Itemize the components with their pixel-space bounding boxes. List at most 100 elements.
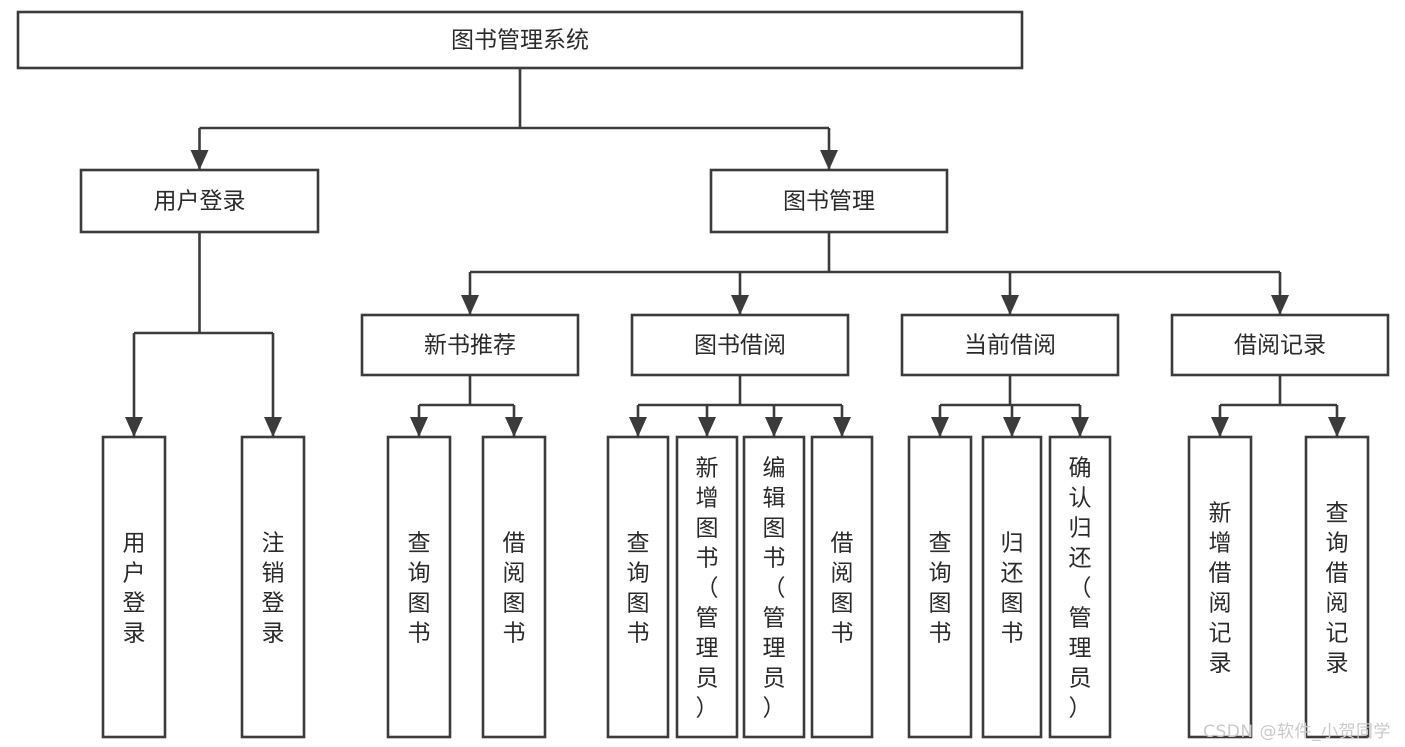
node-label-char: 归 bbox=[1069, 515, 1092, 541]
node-label: 图书管理 bbox=[783, 189, 875, 215]
node-借阅记录[interactable]: 借阅记录 bbox=[1170, 313, 1390, 377]
node-label-char: 查 bbox=[1326, 500, 1349, 526]
node-label-char: 图 bbox=[696, 515, 719, 541]
connectors-layer bbox=[125, 68, 1346, 437]
node-当前借阅[interactable]: 当前借阅 bbox=[900, 313, 1120, 377]
node-label-char: 还 bbox=[1069, 545, 1092, 571]
node-图书管理[interactable]: 图书管理 bbox=[709, 168, 949, 234]
node-label-char: 图 bbox=[408, 590, 431, 616]
node-label-char: 书 bbox=[627, 620, 650, 646]
arrow-head-icon bbox=[698, 417, 716, 437]
arrow-head-icon bbox=[931, 417, 949, 437]
arrow-head-icon bbox=[629, 417, 647, 437]
node-label-char: 询 bbox=[408, 560, 431, 586]
node-rect bbox=[240, 435, 306, 739]
node-label-char: 阅 bbox=[1326, 590, 1349, 616]
node-label-char: 书 bbox=[929, 620, 952, 646]
node-label-char: 记 bbox=[1326, 620, 1349, 646]
node-label-char: （ bbox=[763, 575, 786, 601]
node-label-char: 录 bbox=[262, 620, 285, 646]
node-rect bbox=[386, 435, 452, 739]
node-label-char: 新 bbox=[1209, 500, 1232, 526]
node-label-char: 登 bbox=[262, 590, 285, 616]
node-label-char: 图 bbox=[929, 590, 952, 616]
node-rect bbox=[606, 435, 670, 739]
node-图书借阅[interactable]: 图书借阅 bbox=[630, 313, 850, 377]
arrow-head-icon bbox=[833, 417, 851, 437]
node-用户登录[interactable]: 用户登录 bbox=[101, 435, 167, 739]
node-label-char: 员 bbox=[1069, 665, 1092, 691]
node-rect bbox=[907, 435, 973, 739]
arrow-head-icon bbox=[125, 417, 143, 437]
node-label-char: 理 bbox=[763, 635, 786, 661]
node-label-char: 确 bbox=[1069, 455, 1092, 481]
node-label-char: 还 bbox=[1001, 560, 1024, 586]
node-rect bbox=[981, 435, 1043, 739]
node-label-char: 管 bbox=[763, 605, 786, 631]
node-root-system[interactable]: 图书管理系统 bbox=[16, 10, 1024, 70]
node-label-char: ） bbox=[696, 695, 719, 721]
node-label-char: 录 bbox=[1326, 650, 1349, 676]
node-label-char: 理 bbox=[696, 635, 719, 661]
node-label-char: 书 bbox=[831, 620, 854, 646]
node-label-char: 图 bbox=[627, 590, 650, 616]
boxes-layer: 图书管理系统用户登录图书管理新书推荐图书借阅当前借阅借阅记录用户登录注销登录查询… bbox=[16, 10, 1390, 739]
arrow-head-icon bbox=[1328, 417, 1346, 437]
node-label-char: 书 bbox=[763, 545, 786, 571]
node-rect bbox=[481, 435, 547, 739]
watermark-label: CSDN @软件_小贺同学 bbox=[1203, 722, 1391, 742]
arrow-head-icon bbox=[190, 150, 209, 170]
node-label-char: 登 bbox=[123, 590, 146, 616]
node-label-char: 借 bbox=[503, 530, 526, 556]
node-rect bbox=[900, 313, 1120, 377]
node-rect bbox=[675, 435, 739, 739]
arrow-head-icon bbox=[765, 417, 783, 437]
arrow-head-icon bbox=[1271, 295, 1289, 315]
node-rect bbox=[360, 313, 580, 377]
node-label-char: 销 bbox=[262, 560, 285, 586]
node-label-char: 借 bbox=[1209, 560, 1232, 586]
node-label-char: 辑 bbox=[763, 485, 786, 511]
node-label-char: 新 bbox=[696, 455, 719, 481]
arrow-head-icon bbox=[1001, 295, 1019, 315]
node-label-char: 借 bbox=[831, 530, 854, 556]
node-用户登录[interactable]: 用户登录 bbox=[79, 168, 320, 234]
node-label-char: （ bbox=[696, 575, 719, 601]
node-label-char: 增 bbox=[696, 485, 719, 511]
node-label-char: 员 bbox=[696, 665, 719, 691]
node-label-char: 管 bbox=[1069, 605, 1092, 631]
node-label-char: 理 bbox=[1069, 635, 1092, 661]
node-label-char: 员 bbox=[763, 665, 786, 691]
node-label-char: 阅 bbox=[1209, 590, 1232, 616]
node-rect bbox=[1304, 435, 1370, 739]
arrow-head-icon bbox=[1003, 417, 1021, 437]
arrow-head-icon bbox=[1071, 417, 1089, 437]
node-label-char: 书 bbox=[1001, 620, 1024, 646]
node-label-char: 户 bbox=[123, 560, 146, 586]
node-label-char: 查 bbox=[627, 530, 650, 556]
node-新书推荐[interactable]: 新书推荐 bbox=[360, 313, 580, 377]
arrow-head-icon bbox=[820, 150, 838, 170]
node-label-char: 归 bbox=[1001, 530, 1024, 556]
node-label: 借阅记录 bbox=[1234, 333, 1326, 359]
node-label-char: 图 bbox=[763, 515, 786, 541]
arrow-head-icon bbox=[505, 417, 523, 437]
node-rect bbox=[1187, 435, 1253, 739]
node-rect bbox=[742, 435, 806, 739]
node-rect bbox=[101, 435, 167, 739]
node-label-char: 书 bbox=[696, 545, 719, 571]
node-rect bbox=[1048, 435, 1112, 739]
